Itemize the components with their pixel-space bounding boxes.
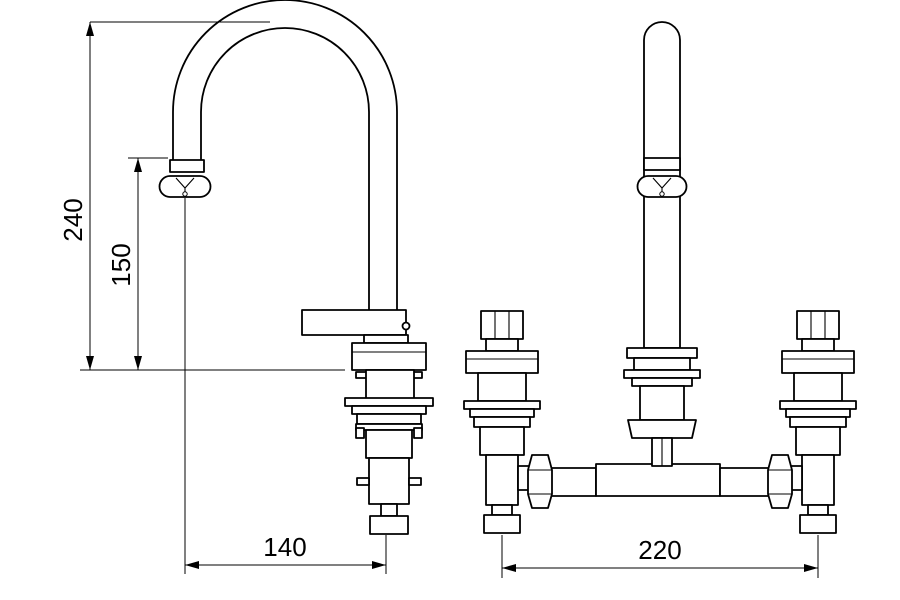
- side-view-faucet: [158, 0, 434, 535]
- dimension-150: 150: [106, 157, 168, 370]
- body-flange: [351, 342, 427, 371]
- dimension-140: 140: [184, 198, 387, 574]
- right-connector: [799, 514, 837, 534]
- dimension-220: 220: [501, 535, 819, 578]
- dimension-150-label: 150: [106, 243, 136, 286]
- gooseneck-spout: [172, 0, 398, 313]
- aerator: [158, 175, 212, 198]
- dimension-220-label: 220: [638, 535, 681, 565]
- left-valve: [463, 310, 541, 534]
- dimension-240-label: 240: [58, 198, 88, 241]
- center-spout: [623, 21, 701, 467]
- right-valve: [779, 310, 857, 534]
- right-union-nut: [767, 454, 793, 509]
- left-handle-cap: [480, 310, 524, 340]
- lever-handle: [301, 309, 407, 336]
- center-aerator: [636, 175, 688, 198]
- dimension-140-label: 140: [263, 532, 306, 562]
- side-connector: [369, 515, 409, 535]
- dimension-240: 240: [58, 21, 345, 371]
- left-connector: [483, 514, 521, 534]
- left-union-nut: [527, 454, 553, 509]
- spout-outlet: [169, 159, 205, 173]
- cross-pipe: [517, 454, 803, 509]
- right-handle-cap: [796, 310, 840, 340]
